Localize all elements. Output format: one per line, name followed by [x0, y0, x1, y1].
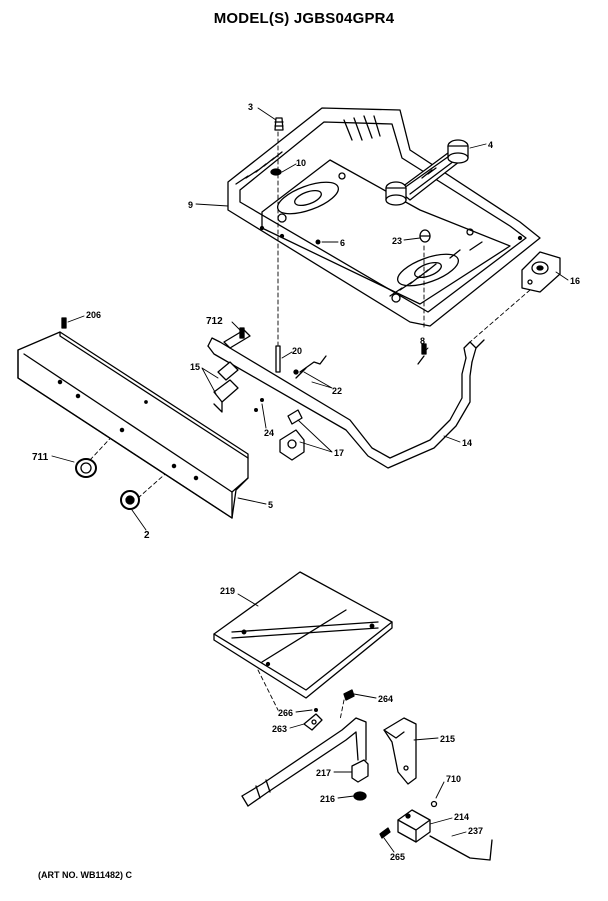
callout-712: 712 [206, 316, 223, 327]
bracket-part-215 [383, 717, 417, 785]
callout-4: 4 [488, 140, 493, 150]
callout-9: 9 [188, 200, 193, 210]
orifice-part-6 [315, 239, 321, 245]
burner-shield-part-219 [213, 571, 393, 699]
callout-23: 23 [392, 236, 402, 246]
alignment-lines [89, 131, 531, 721]
safety-valve-part-214 [397, 809, 431, 843]
callout-15: 15 [190, 362, 200, 372]
orifice-part-8 [417, 343, 427, 365]
callout-6: 6 [340, 238, 345, 248]
callout-214: 214 [454, 812, 469, 822]
leader-lines [51, 107, 569, 853]
callout-8: 8 [420, 336, 425, 346]
callout-24: 24 [264, 428, 274, 438]
screw-part-266 [314, 708, 318, 712]
knob-part-2 [120, 490, 140, 510]
bracket-part-263 [303, 713, 323, 731]
callout-711: 711 [32, 452, 49, 463]
screw-part-24b [254, 408, 258, 412]
callout-265: 265 [390, 852, 405, 862]
callout-5: 5 [268, 500, 273, 510]
shaft-part-20 [275, 345, 281, 373]
art-number: (ART NO. WB11482) C [38, 870, 133, 880]
valve-part-17 [279, 409, 305, 461]
callout-263: 263 [272, 724, 287, 734]
capillary-part-237 [429, 835, 493, 861]
part-710 [430, 800, 438, 808]
orifice-part-23 [419, 229, 431, 243]
callout-3: 3 [248, 102, 253, 112]
orifice-part-10 [270, 168, 282, 176]
callout-216: 216 [320, 794, 335, 804]
callout-22: 22 [332, 386, 342, 396]
gas-manifold-tube-14 [207, 329, 485, 469]
control-panel-part-5 [17, 331, 249, 519]
callout-2: 2 [144, 530, 150, 541]
callout-20: 20 [292, 346, 302, 356]
screw-part-24a [260, 398, 264, 402]
washer-part-216 [353, 791, 367, 801]
spark-wires-part-22 [293, 355, 327, 379]
bezel-part-711 [75, 458, 97, 478]
screw-part-3 [274, 117, 284, 131]
bracket-part-16 [521, 251, 561, 293]
callout-10: 10 [296, 158, 306, 168]
diagram-title: MODEL(S) JGBS04GPR4 [213, 10, 395, 27]
screw-part-206 [61, 317, 67, 329]
callout-264: 264 [378, 694, 393, 704]
gas-valve-part-15 [213, 361, 239, 413]
callout-16: 16 [570, 276, 580, 286]
oven-burner-tube [241, 717, 367, 807]
callout-217: 217 [316, 768, 331, 778]
screw-part-712 [239, 327, 245, 339]
screw-part-264 [343, 689, 355, 701]
callout-266: 266 [278, 708, 293, 718]
callout-17: 17 [334, 448, 344, 458]
spark-igniter-assembly [385, 139, 469, 206]
callout-237: 237 [468, 826, 483, 836]
callout-219: 219 [220, 586, 235, 596]
callout-710: 710 [446, 774, 461, 784]
callout-206: 206 [86, 310, 101, 320]
screw-part-265 [379, 827, 391, 839]
callout-215: 215 [440, 734, 455, 744]
burner-box [227, 107, 541, 327]
callout-14: 14 [462, 438, 472, 448]
part-217 [351, 759, 369, 783]
